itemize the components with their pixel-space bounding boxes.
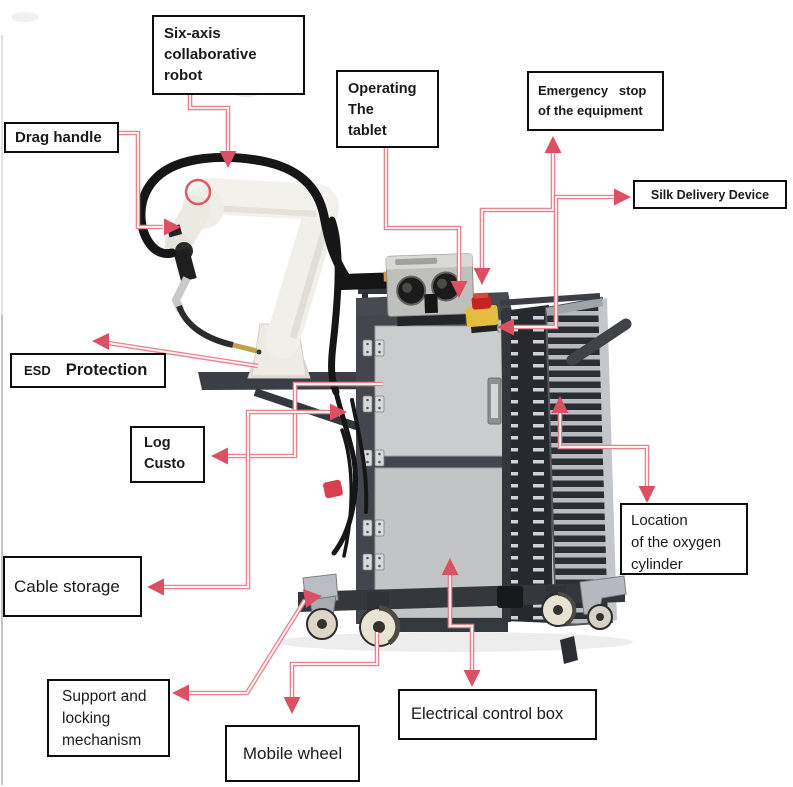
label-esd-word: Protection (65, 361, 148, 379)
callout-arrows (92, 95, 656, 714)
cabinet-door-top (374, 325, 504, 457)
label-support-locking: Support and locking mechanism (47, 679, 170, 757)
cable-hook (323, 479, 343, 499)
label-emergency-stop: Emergency stop of the equipment (527, 71, 664, 131)
arrow-operating-tablet (383, 148, 468, 298)
arrow-oxygen-cylinder (551, 396, 656, 503)
label-oxygen-cylinder: Location of the oxygen cylinder (620, 503, 748, 575)
label-six-axis-robot: Six-axis collaborative robot (152, 15, 305, 95)
arrow-drag-handle (119, 130, 181, 236)
arrow-emergency-stop (473, 136, 562, 285)
welding-torch (166, 224, 262, 355)
caster-wheel-right (541, 586, 577, 627)
arrow-silk-delivery-device (497, 188, 631, 336)
arrow-mobile-wheel (283, 632, 380, 714)
label-log-custo: Log Custo (130, 426, 205, 483)
label-electrical-control-box: Electrical control box (398, 689, 597, 740)
arrow-cable-storage (147, 403, 347, 596)
arrow-electrical-control-box (441, 558, 481, 687)
drag-handle-marker (184, 178, 212, 206)
caster-wheel-back-right (579, 575, 627, 630)
label-esd-protection: ESD Protection (10, 353, 166, 388)
oxygen-cylinder-rack (499, 293, 632, 664)
arrow-support-locking (172, 589, 322, 702)
label-esd-abbrev: ESD (24, 363, 51, 378)
wire-feeder (334, 253, 475, 327)
cabinet (356, 286, 513, 632)
arrow-log-custo (211, 381, 383, 465)
emergency-stop-button (465, 292, 499, 334)
push-handle (566, 318, 632, 366)
label-operating-tablet: Operating The tablet (336, 70, 439, 148)
label-cable-storage: Cable storage (3, 556, 142, 617)
label-mobile-wheel: Mobile wheel (225, 725, 360, 782)
label-drag-handle: Drag handle (4, 122, 119, 153)
label-silk-delivery-device: Silk Delivery Device (633, 180, 787, 209)
robot-arm (165, 178, 339, 379)
arrow-esd-protection (92, 333, 259, 369)
arrow-six-axis-robot (187, 95, 237, 168)
